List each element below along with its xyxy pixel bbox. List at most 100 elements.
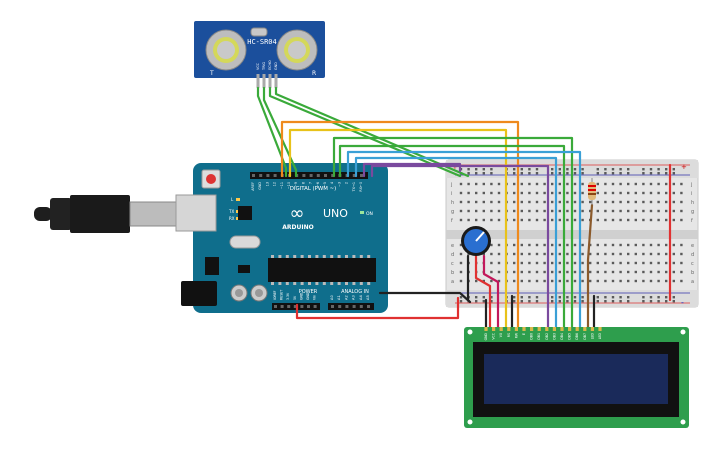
row-letter: a (691, 279, 694, 285)
analog-header-hole[interactable] (352, 305, 356, 308)
digital-header-hole[interactable] (252, 174, 255, 177)
lcd-pin[interactable] (560, 327, 564, 331)
breadboard-hole (566, 270, 569, 274)
power-header-hole[interactable] (300, 305, 304, 308)
digital-header-hole[interactable] (302, 174, 306, 177)
analog-header-hole[interactable] (359, 305, 363, 308)
digital-header-hole[interactable] (360, 174, 363, 177)
row-letter: h (691, 200, 694, 206)
breadboard-hole (497, 218, 501, 222)
breadboard-rail-hole (604, 172, 607, 175)
lcd-pin[interactable] (598, 327, 602, 331)
wire-lcd-led-a (586, 203, 594, 333)
lcd-pin[interactable] (537, 327, 541, 331)
breadboard-hole (490, 200, 493, 204)
breadboard-hole (589, 261, 592, 265)
breadboard-hole (551, 261, 554, 265)
breadboard-hole (604, 261, 607, 265)
lcd-pin[interactable] (583, 327, 587, 331)
digital-header-label: DIGITAL (PWM ~) (290, 186, 336, 192)
breadboard-hole (581, 243, 584, 247)
breadboard-hole (596, 209, 599, 213)
breadboard-hole (581, 218, 584, 222)
breadboard-hole (558, 252, 561, 256)
analog-header-hole[interactable] (345, 305, 349, 308)
lcd-pin[interactable] (552, 327, 556, 331)
chip-pin (271, 255, 274, 258)
lcd-pin[interactable] (530, 327, 534, 331)
power-header-hole[interactable] (313, 305, 317, 308)
breadboard-hole (596, 252, 599, 256)
sensor-crystal (250, 27, 268, 37)
digital-header-hole[interactable] (259, 174, 263, 177)
arduino-uno[interactable]: DIGITAL (PWM ~) ∞ ARDUINO UNO ON L TX RX (34, 163, 388, 313)
digital-header-hole[interactable] (273, 174, 277, 177)
sensor-pin[interactable] (268, 74, 272, 88)
lcd-pin[interactable] (575, 327, 579, 331)
lcd-pin[interactable] (492, 327, 496, 331)
breadboard-hole (551, 209, 554, 213)
breadboard-rail-hole (649, 296, 653, 299)
reset-button[interactable] (206, 174, 216, 184)
power-header-hole[interactable] (274, 305, 277, 308)
breadboard-hole (589, 252, 592, 256)
sensor-pin[interactable] (262, 74, 266, 88)
chip-pin (308, 282, 311, 285)
breadboard-hole (589, 279, 592, 283)
power-header-hole[interactable] (293, 305, 297, 308)
breadboard-hole (649, 252, 653, 256)
row-letter: i (691, 191, 692, 197)
sensor-pin[interactable] (256, 74, 260, 88)
lcd-pin[interactable] (590, 327, 594, 331)
digital-header-hole[interactable] (324, 174, 327, 177)
lcd-pin[interactable] (545, 327, 549, 331)
breadboard-rail-hole (513, 168, 516, 171)
breadboard-hole (611, 243, 615, 247)
potentiometer[interactable] (461, 226, 491, 256)
breadboard-hole (657, 182, 660, 186)
lcd-pin-label: GND (484, 332, 488, 340)
power-header-hole[interactable] (287, 305, 291, 308)
on-led (360, 211, 364, 214)
sensor-pin-label: ECHO (268, 60, 272, 70)
power-header-hole[interactable] (307, 305, 310, 308)
analog-header-hole[interactable] (331, 305, 334, 308)
breadboard-hole (482, 218, 485, 222)
breadboard-rail-hole (627, 172, 630, 175)
lcd-pin[interactable] (514, 327, 518, 331)
digital-pin-label: ~10 (287, 182, 291, 189)
lcd-pin[interactable] (507, 327, 511, 331)
lcd-pin-label: DB3 (552, 333, 556, 340)
digital-header-hole[interactable] (309, 174, 313, 177)
digital-header-hole[interactable] (266, 174, 270, 177)
analog-header-hole[interactable] (367, 305, 370, 308)
breadboard-rail-hole (573, 172, 577, 175)
breadboard-rail-hole (611, 168, 615, 171)
power-pin-label: Vin (313, 295, 317, 300)
breadboard-hole (657, 261, 660, 265)
breadboard-rail-hole (520, 296, 523, 299)
lcd-pin[interactable] (499, 327, 503, 331)
digital-header-hole[interactable] (352, 174, 356, 177)
power-header-hole[interactable] (280, 305, 284, 308)
digital-header-hole[interactable] (316, 174, 320, 177)
breadboard-hole (657, 200, 660, 204)
breadboard-hole (490, 252, 493, 256)
analog-header (328, 303, 374, 310)
breadboard-hole (543, 279, 546, 283)
breadboard-hole (589, 270, 592, 274)
sensor-pin[interactable] (274, 74, 278, 88)
digital-header-hole[interactable] (331, 174, 335, 177)
analog-header-hole[interactable] (338, 305, 342, 308)
lcd-pin[interactable] (568, 327, 572, 331)
breadboard-hole (627, 200, 630, 204)
lcd-pin[interactable] (522, 327, 526, 331)
breadboard-hole (619, 270, 622, 274)
chip-pin (278, 255, 282, 258)
breadboard-rail-hole (520, 172, 523, 175)
wire-d5-db4 (332, 136, 574, 333)
lcd-pin[interactable] (484, 327, 488, 331)
